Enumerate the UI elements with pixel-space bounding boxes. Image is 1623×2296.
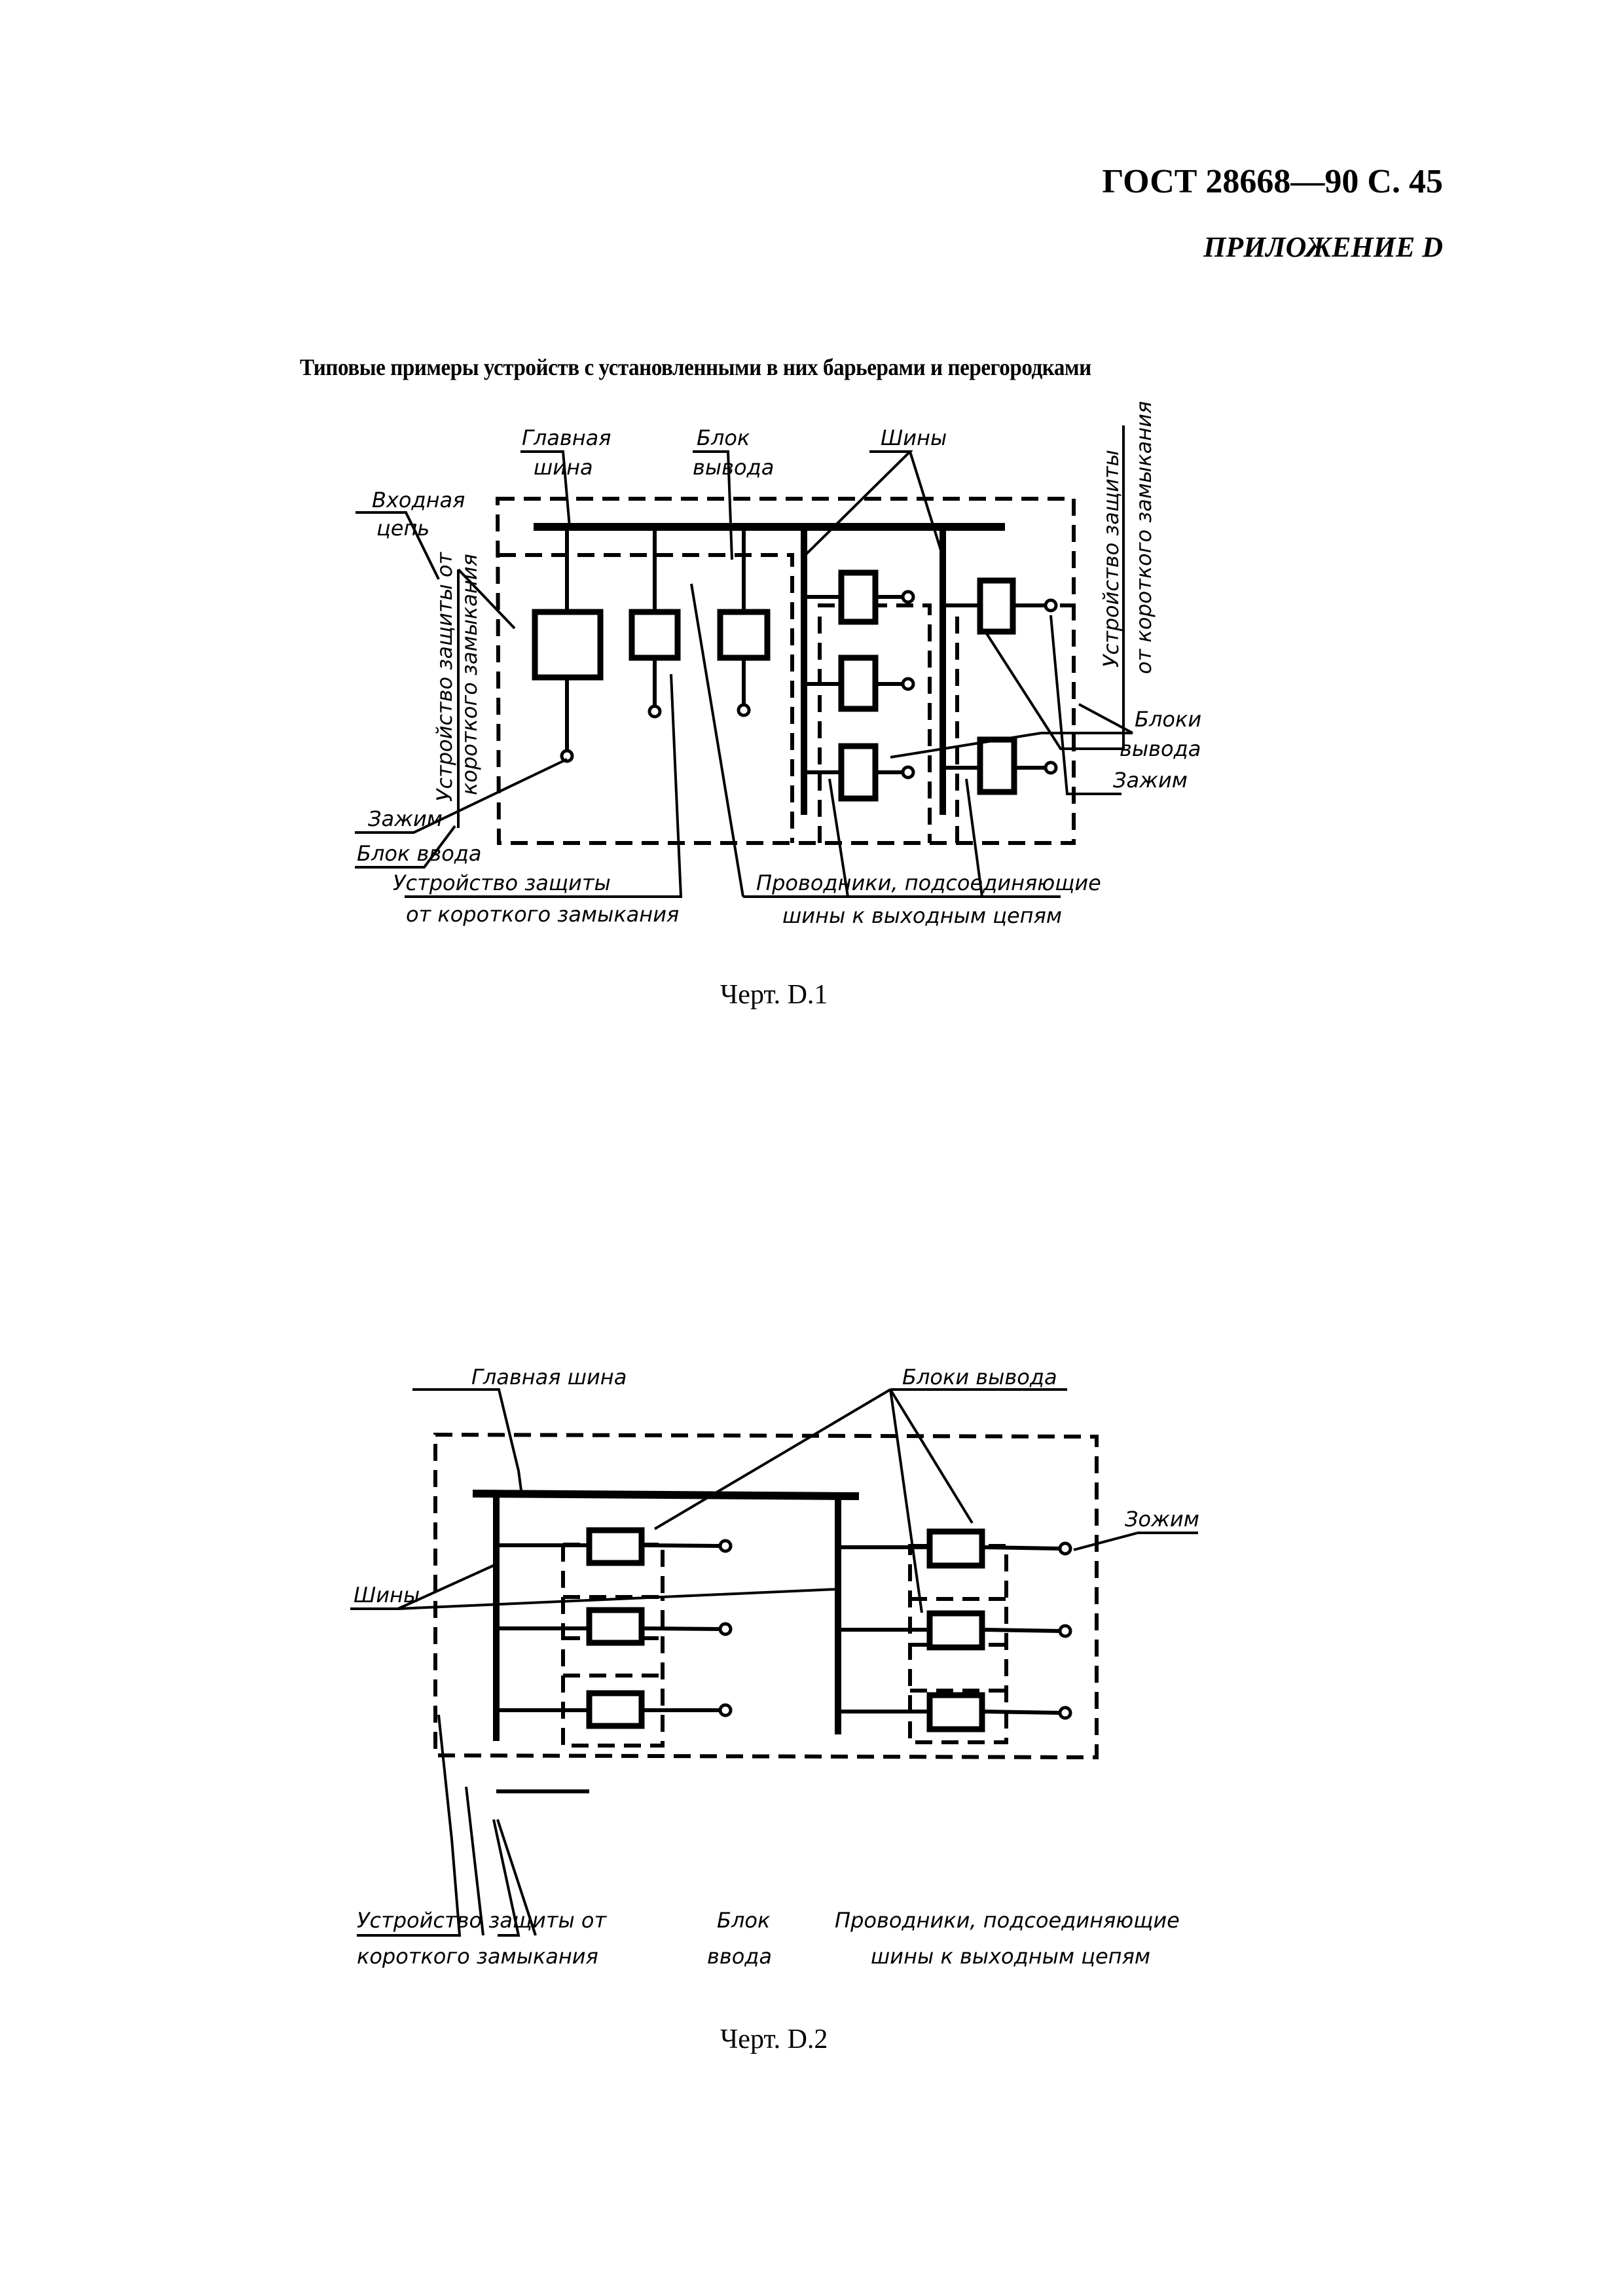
- d1-label-output-unit-2: вывода: [693, 455, 774, 480]
- d2-label-scp-1: Устройство защиты от: [357, 1908, 607, 1933]
- d1-label-output-units-2: вывода: [1120, 736, 1201, 761]
- d1-output-compartment-2: [955, 603, 1074, 843]
- d2-label-conductors-2: шины к выходным цепям: [871, 1944, 1150, 1969]
- d1-label-terminal-right: Зажим: [1113, 768, 1188, 793]
- d1-label-input-circuit-1: Входная: [372, 488, 465, 512]
- d1-scp-box-large: [532, 609, 604, 681]
- document-header: ГОСТ 28668—90 С. 45: [1102, 163, 1443, 200]
- d1-label-output-unit-1: Блок: [697, 425, 750, 450]
- d1-label-scp-bottom-1: Устройство защиты: [393, 870, 611, 895]
- terminal-icon: [647, 704, 662, 719]
- d1-label-input-circuit-2: цепь: [376, 516, 429, 541]
- d2-label-input-unit-2: ввода: [707, 1944, 772, 1969]
- section-title: Типовые примеры устройств с установленны…: [300, 354, 1091, 380]
- d2-left-compartments: [561, 1543, 665, 1748]
- d2-leader-lines: [350, 1388, 1198, 1937]
- d1-label-scp-left-1: Устройство защиты от: [432, 552, 457, 802]
- d1-label-scp-right-2: от короткого замыкания: [1131, 401, 1156, 674]
- d2-label-conductors-1: Проводники, подсоединяющие: [835, 1908, 1180, 1933]
- d1-label-scp-left-2: короткого замыкания: [457, 554, 482, 795]
- d1-label-main-bus-1: Главная: [522, 425, 611, 450]
- d1-output-units-column-1: [804, 569, 915, 802]
- terminal-icon: [560, 749, 574, 763]
- d2-label-scp-2: короткого замыкания: [357, 1944, 598, 1969]
- d1-output-units-column-2: [943, 577, 1058, 795]
- d1-label-main-bus-2: шина: [534, 455, 593, 480]
- d1-enclosure-outer: [495, 497, 1076, 845]
- d1-label-terminal-left: Зажим: [368, 806, 443, 831]
- d2-label-input-unit-1: Блок: [717, 1908, 771, 1933]
- d2-left-units: [496, 1527, 733, 1793]
- d2-label-main-bus: Главная шина: [471, 1365, 627, 1390]
- d1-label-buses: Шины: [881, 425, 947, 450]
- d2-label-buses: Шины: [354, 1583, 420, 1607]
- d1-scp-box: [629, 609, 681, 661]
- figure-caption-d1: Черт. D.1: [720, 980, 828, 1010]
- d1-scp-box: [717, 609, 771, 661]
- appendix-label: ПРИЛОЖЕНИЕ D: [1203, 231, 1443, 263]
- d2-main-bus: [472, 1490, 860, 1500]
- d1-label-conductors-2: шины к выходным цепям: [782, 903, 1062, 928]
- d1-label-scp-bottom-2: от короткого замыкания: [406, 902, 679, 927]
- terminal-icon: [737, 703, 751, 717]
- figure-caption-d2: Черт. D.2: [720, 2024, 828, 2054]
- d1-input-compartment: [499, 553, 794, 843]
- d1-output-compartment-1: [818, 603, 932, 843]
- d2-label-output-units: Блоки вывода: [902, 1365, 1057, 1390]
- d2-enclosure-outer: [433, 1432, 1099, 1760]
- d1-label-input-unit: Блок ввода: [357, 841, 482, 866]
- d2-right-units: [838, 1528, 1072, 1732]
- d1-label-scp-right-1: Устройство защиты: [1099, 450, 1123, 668]
- d1-leader-lines: [355, 425, 1133, 898]
- d1-label-conductors-1: Проводники, подсоединяющие: [756, 870, 1101, 895]
- d2-left-units-lower: [589, 1685, 642, 1717]
- d2-label-terminal: Зожим: [1125, 1507, 1199, 1532]
- d1-label-output-units-1: Блоки: [1135, 707, 1201, 732]
